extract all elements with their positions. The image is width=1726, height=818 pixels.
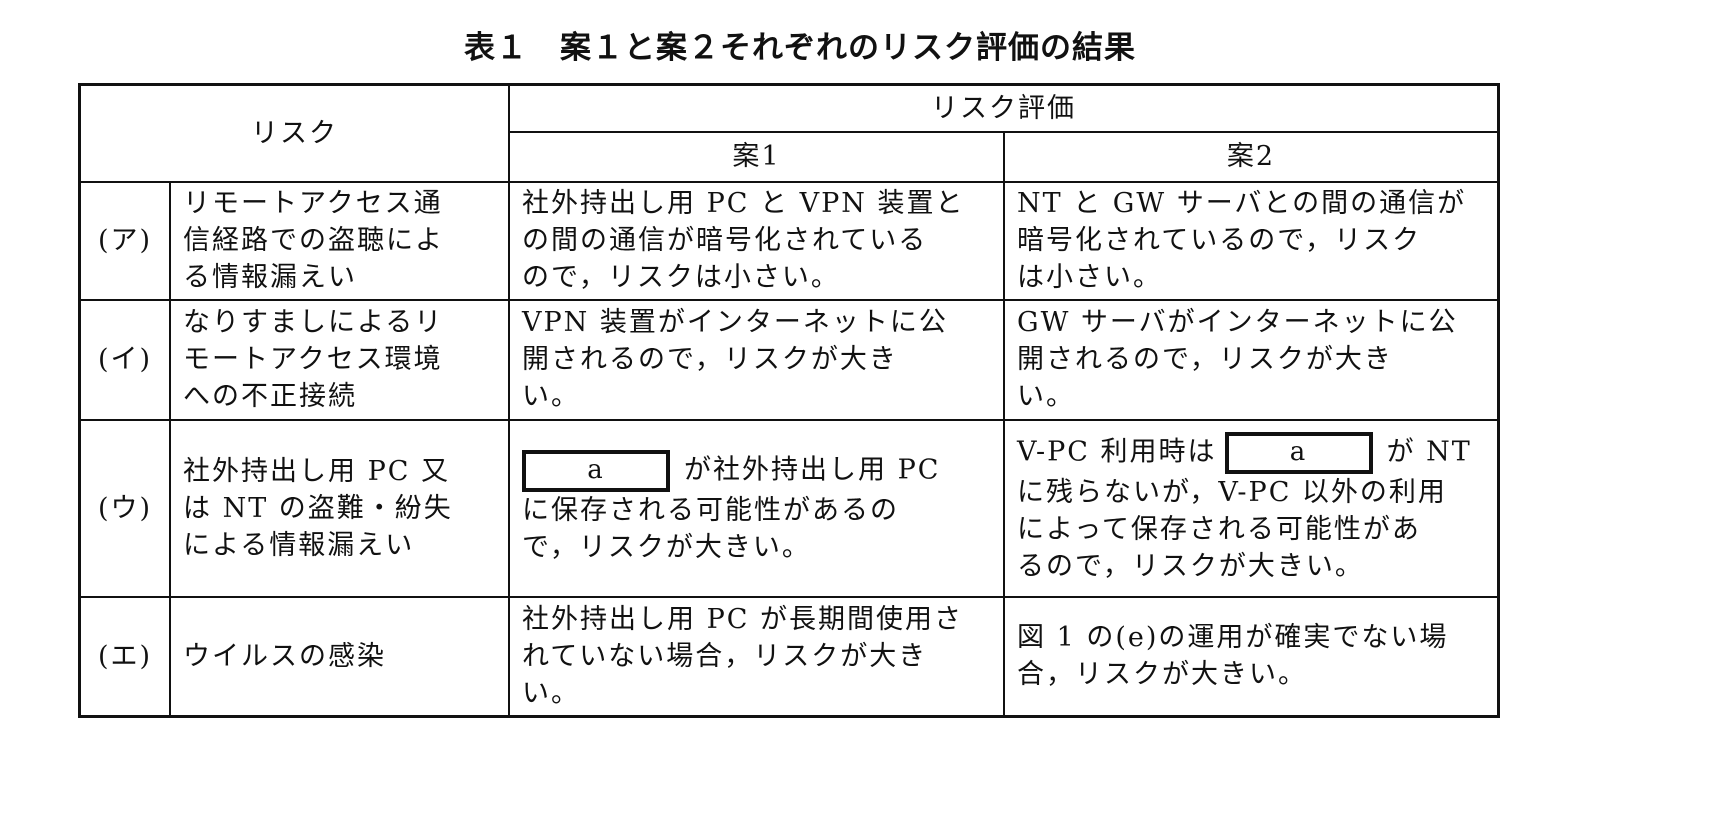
answer-blank-box: a [1224, 431, 1373, 474]
cell-line: い。 [522, 677, 580, 709]
cell-plan2: 図 1 の(e)の運用が確実でない場合，リスクが大きい。 [1003, 595, 1500, 718]
cell-line: 社外持出し用 PC が長期間使用さ [522, 603, 963, 635]
cell-line: い。 [1017, 381, 1075, 412]
cell-line: 社外持出し用 PC と VPN 装置と [522, 188, 965, 219]
cell-line: なりすましによるリ [183, 307, 444, 338]
cell-risk: リモートアクセス通信経路での盗聴による情報漏えい [169, 180, 510, 301]
cell-plan2: NT と GW サーバとの間の通信が暗号化されているので，リスクは小さい。 [1003, 180, 1500, 301]
table-title: 表１ 案１と案２それぞれのリスク評価の結果 [464, 30, 1136, 66]
line-text: が NT [1386, 436, 1472, 467]
cell-line: 暗号化されているので，リスク [1017, 225, 1422, 256]
cell-line: による情報漏えい [183, 529, 415, 561]
cell-line: い。 [522, 381, 580, 412]
header-plan1: 案1 [508, 130, 1005, 183]
row-id: (イ) [78, 298, 171, 421]
cell-line: リモートアクセス通 [183, 188, 443, 219]
cell-line: 開されるので，リスクが大き [522, 344, 898, 375]
table-row: (エ) ウイルスの感染 社外持出し用 PC が長期間使用されていない場合，リスクが大… [78, 595, 1500, 718]
cell-risk: なりすましによるリモートアクセス環境への不正接続 [169, 298, 510, 421]
cell-line: ウイルスの感染 [183, 640, 386, 672]
header-evaluation: リスク評価 [508, 83, 1500, 133]
risk-evaluation-table: リスク リスク評価 案1 案2 (ア)リモートアクセス通信経路での盗聴による情報… [78, 83, 1500, 718]
cell-plan1: VPN 装置がインターネットに公開されるので，リスクが大きい。 [508, 298, 1005, 421]
cell-line: に残らないが，V-PC 以外の利用 [1017, 476, 1447, 508]
cell-plan1: a が社外持出し用 PC に保存される可能性があるので，リスクが大きい。 [508, 418, 1005, 598]
table-row: (ア)リモートアクセス通信経路での盗聴による情報漏えい社外持出し用 PC と V… [78, 180, 1500, 301]
cell-line: れていない場合，リスクが大き [522, 640, 928, 672]
cell-line: るので，リスクが大きい。 [1017, 550, 1364, 582]
cell-plan2: GW サーバがインターネットに公開されるので，リスクが大きい。 [1003, 298, 1500, 421]
row-id: (エ) [78, 595, 171, 718]
cell-line: によって保存される可能性があ [1017, 513, 1421, 545]
cell-line: に保存される可能性があるの [522, 495, 899, 526]
line-text: が社外持出し用 PC [684, 454, 941, 486]
cell-line: 信経路での盗聴によ [183, 225, 444, 256]
cell-plan1: 社外持出し用 PC と VPN 装置との間の通信が暗号化されているので，リスクは… [508, 180, 1005, 301]
cell-line: a が社外持出し用 PC [522, 450, 991, 492]
cell-line: で，リスクが大きい。 [522, 532, 811, 563]
cell-risk: 社外持出し用 PC 又は NT の盗難・紛失による情報漏えい [169, 418, 510, 598]
cell-line: 開されるので，リスクが大き [1017, 344, 1393, 375]
cell-line: る情報漏えい [183, 262, 357, 293]
cell-line: VPN 装置がインターネットに公 [522, 307, 948, 338]
answer-blank-box: a [522, 450, 670, 492]
header-risk: リスク [78, 83, 510, 183]
cell-line: NT と GW サーバとの間の通信が [1017, 188, 1467, 219]
header-plan2: 案2 [1003, 130, 1500, 183]
cell-plan1: 社外持出し用 PC が長期間使用されていない場合，リスクが大きい。 [508, 595, 1005, 718]
cell-line: への不正接続 [183, 381, 357, 412]
cell-line: モートアクセス環境 [183, 344, 443, 375]
cell-line: は NT の盗難・紛失 [183, 492, 453, 524]
cell-line: 社外持出し用 PC 又 [183, 455, 450, 487]
cell-risk: ウイルスの感染 [169, 595, 510, 718]
cell-line: は小さい。 [1017, 262, 1162, 293]
cell-line: 図 1 の(e)の運用が確実でない場 [1017, 622, 1449, 654]
cell-line: GW サーバがインターネットに公 [1017, 307, 1458, 338]
cell-line: 合，リスクが大きい。 [1017, 659, 1307, 691]
cell-line: ので，リスクは小さい。 [522, 262, 840, 293]
row-id: (ア) [78, 180, 171, 301]
cell-line: の間の通信が暗号化されている [522, 225, 928, 256]
row-id: (ウ) [78, 418, 171, 598]
line-text: V-PC 利用時は [1017, 436, 1217, 467]
